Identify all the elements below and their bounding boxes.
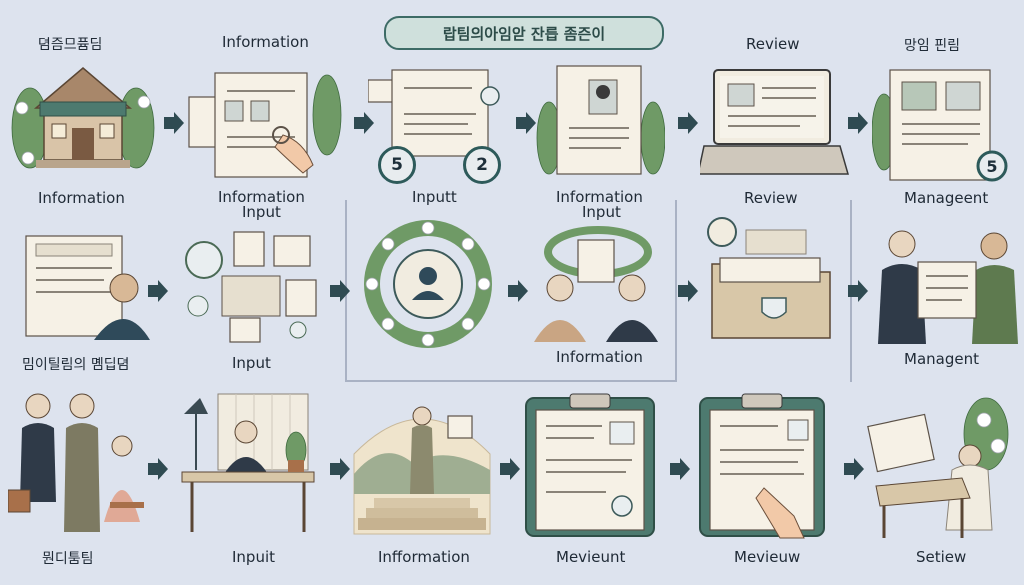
number-badge: 2 (463, 146, 501, 184)
label-r3-1: 뭔디툼팀 (42, 551, 94, 567)
profile-document-illustration (536, 65, 665, 175)
arrow-right-icon (516, 112, 536, 134)
label-r1-bot-2a: Information (218, 188, 305, 206)
label-r1-bot-3: Inputt (412, 188, 457, 206)
arrow-right-icon (670, 458, 690, 480)
arrow-right-icon (678, 112, 698, 134)
label-r3-3: Infformation (378, 548, 470, 566)
label-r1-bot-5: Review (744, 189, 798, 207)
label-r1-bot-6: Manageent (904, 189, 989, 207)
arrow-right-icon (330, 280, 350, 302)
arrow-right-icon (848, 112, 868, 134)
family-illustration (8, 393, 144, 532)
arrow-right-icon (330, 458, 350, 480)
stairs-person-illustration (353, 406, 491, 535)
label-r3-2: Inpuit (232, 548, 276, 566)
clipboard-illustration (525, 393, 655, 537)
label-r2-6: Managent (904, 350, 979, 368)
label-r2-2: Input (232, 354, 271, 372)
number-badge: 5 (378, 146, 416, 184)
document-badges-illustration (368, 69, 500, 157)
two-people-illustration (534, 226, 658, 342)
label-r1-bot-4b: Input (582, 203, 621, 221)
writing-desk-illustration (867, 397, 1009, 538)
label-r1-top-1: 뎜즘므퓸딤 (38, 37, 103, 53)
label-r1-bot-2b: Input (242, 203, 281, 221)
label-r1-top-3: Review (746, 35, 800, 53)
storefront-illustration (11, 67, 155, 169)
folder-illustration (707, 217, 831, 339)
wreath-illustration (364, 220, 492, 348)
document-person-illustration (25, 235, 150, 340)
guide-line (675, 200, 677, 382)
label-r1-top-2: Information (222, 33, 309, 51)
arrow-right-icon (164, 112, 184, 134)
label-r2-4: Information (556, 348, 643, 366)
label-r3-4: Mevieunt (556, 548, 626, 566)
office-desk-illustration (181, 393, 315, 532)
arrow-right-icon (354, 112, 374, 134)
label-r1-top-4: 망임 핀림 (904, 38, 960, 54)
label-r1-bot-4a: Information (556, 188, 643, 206)
label-r3-6: Setiew (916, 548, 967, 566)
label-r2-1: 밈이틸림의 몜딥뎜 (22, 357, 130, 373)
arrow-right-icon (844, 458, 864, 480)
arrow-right-icon (148, 280, 168, 302)
photo-collage-illustration (185, 231, 317, 343)
arrow-right-icon (508, 280, 528, 302)
arrow-right-icon (148, 458, 168, 480)
review-clipboard-illustration (699, 393, 825, 539)
laptop-illustration (700, 69, 849, 175)
arrow-right-icon (500, 458, 520, 480)
number-badge: 5 (986, 157, 998, 176)
arrow-right-icon (848, 280, 868, 302)
label-r3-5: Mevieuw (734, 548, 801, 566)
diagram-title: 랍팀의아임앋 잔릅 좀즌이 (384, 16, 664, 50)
document-hand-illustration (188, 72, 342, 178)
management-meeting-illustration (878, 230, 1018, 344)
management-document-illustration (872, 69, 1008, 182)
arrow-right-icon (678, 280, 698, 302)
guide-line (345, 380, 677, 382)
label-r1-bot-1: Information (38, 189, 125, 207)
